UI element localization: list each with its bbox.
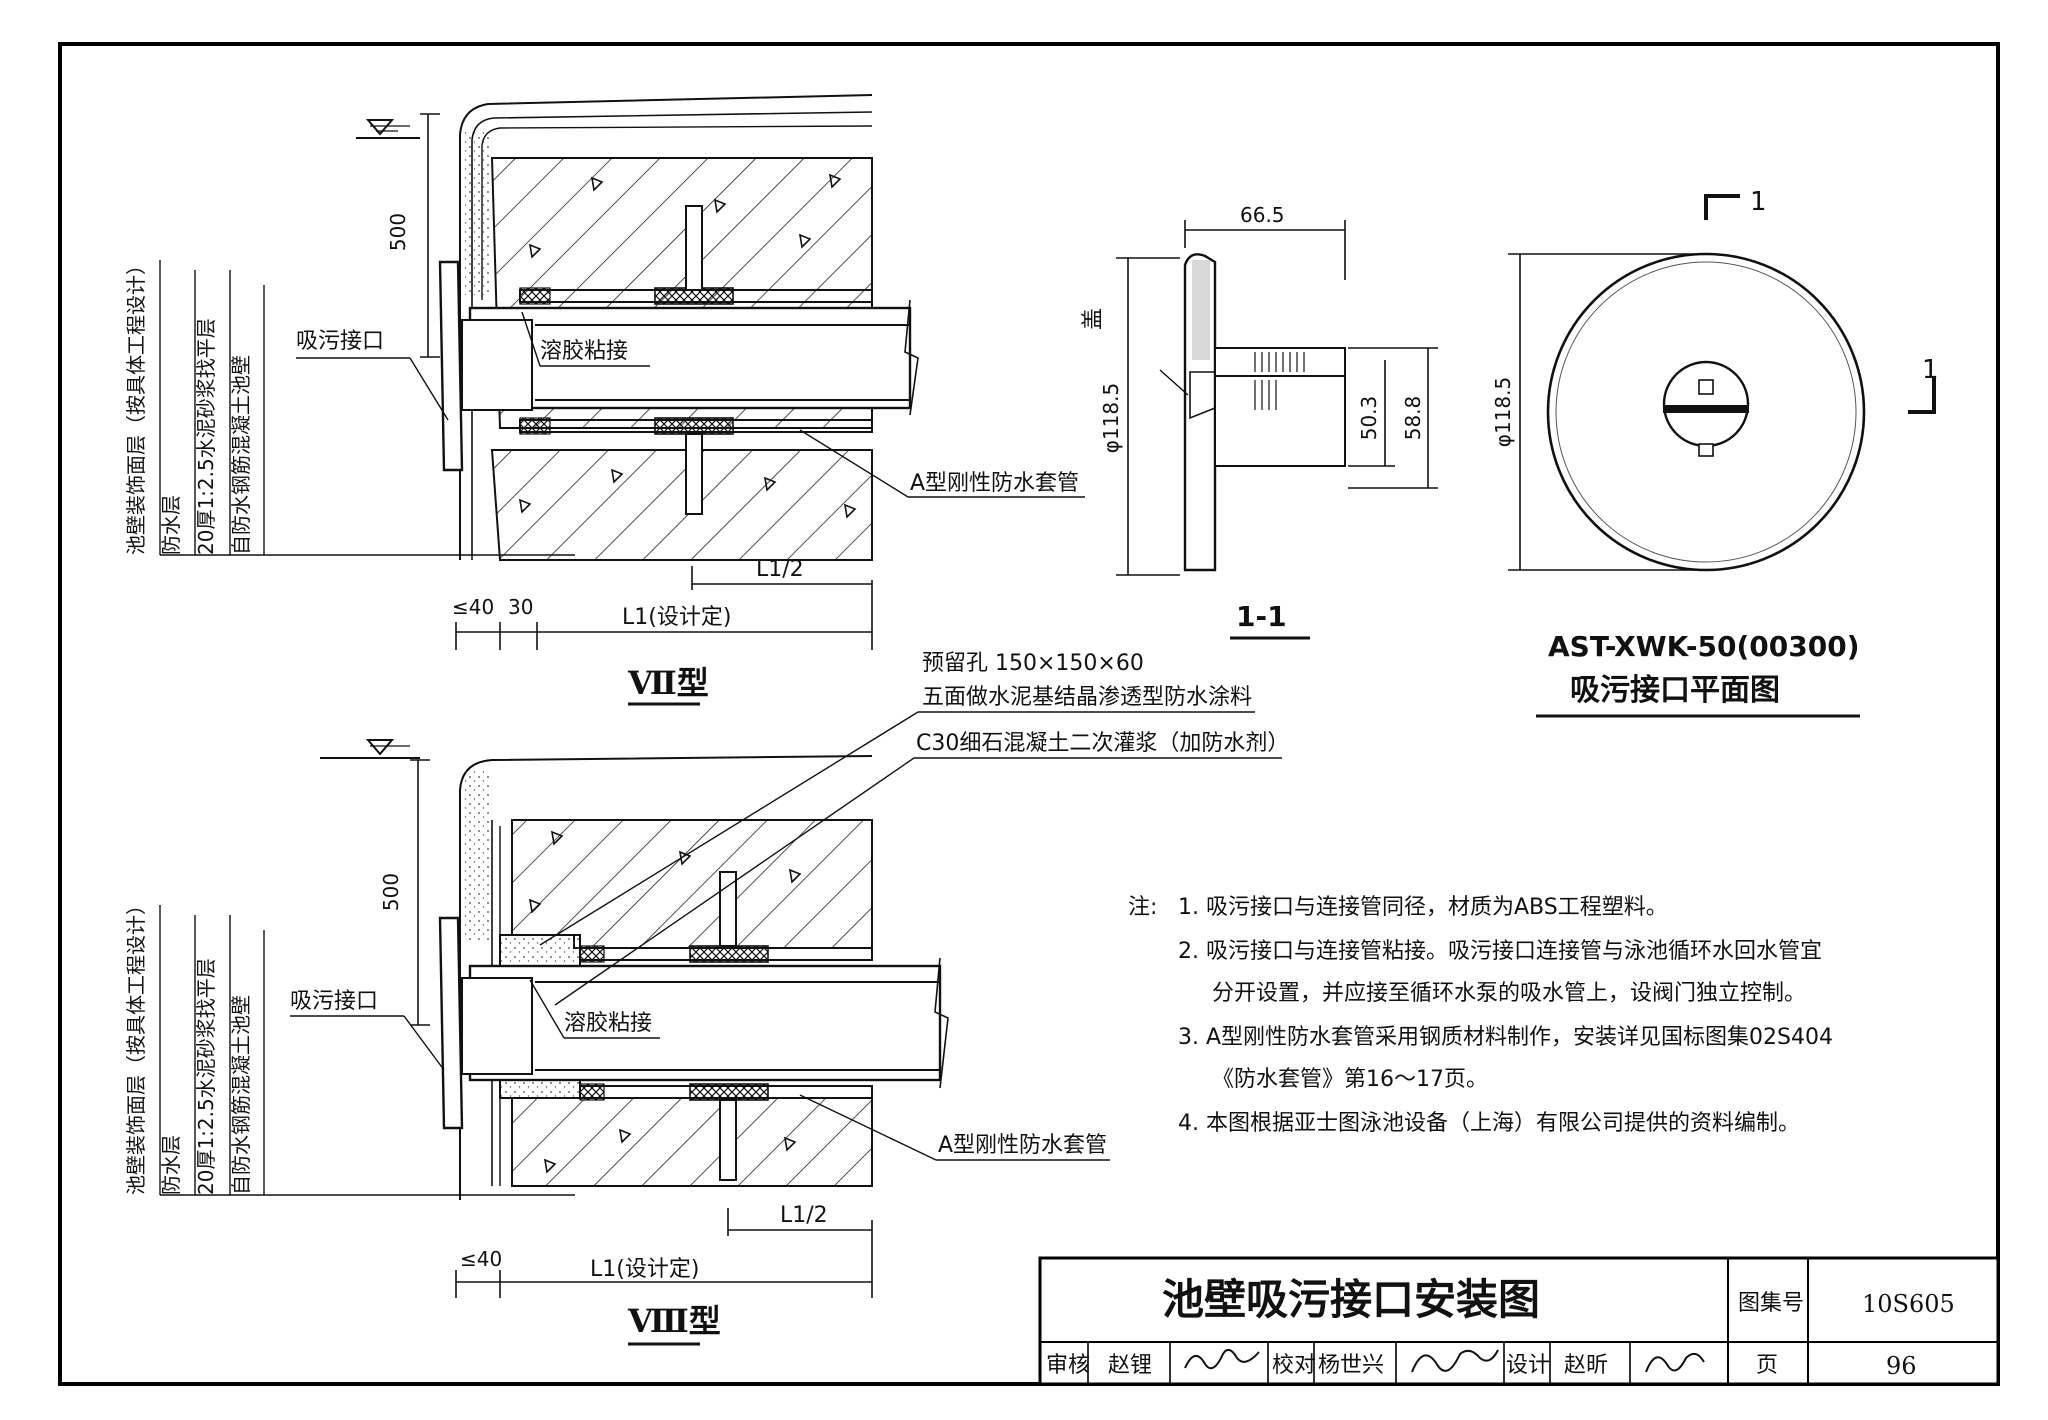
concrete-wall-lower — [490, 449, 873, 561]
design-label: 设计 — [1506, 1353, 1550, 1378]
plan-model: AST-XWK-50(00300) — [1548, 630, 1860, 663]
type8-layer-1: 池壁装饰面层（按具体工程设计） — [124, 895, 148, 1195]
concrete-wall-lower-2 — [511, 1097, 873, 1187]
connecting-pipe-2 — [468, 964, 942, 1082]
type8-dim-500: 500 — [379, 873, 403, 911]
type8-layer-2: 防水层 — [159, 1135, 183, 1195]
water-level-symbol — [356, 119, 420, 139]
type8-glue-label: 溶胶粘接 — [564, 1011, 652, 1036]
water-level-symbol-2 — [320, 739, 420, 759]
section-dim-top: 66.5 — [1240, 203, 1285, 227]
design-signature — [1645, 1352, 1705, 1373]
note-3b: 《防水套管》第16～17页。 — [1212, 1067, 1488, 1092]
type8-inlet-label: 吸污接口 — [290, 989, 378, 1014]
suction-inlet-body-2 — [438, 916, 464, 1130]
type8-grout-note: C30细石混凝土二次灌浆（加防水剂） — [916, 731, 1289, 756]
type8-hole-note-2: 五面做水泥基结晶渗透型防水涂料 — [922, 685, 1252, 710]
drawing-title: 池壁吸污接口安装图 — [1162, 1275, 1540, 1324]
type8-sleeve-label: A型刚性防水套管 — [938, 1133, 1107, 1158]
design-name: 赵昕 — [1564, 1353, 1608, 1378]
type7-dim-30: 30 — [508, 595, 533, 619]
type7-dim-L1: L1(设计定) — [622, 605, 731, 630]
type8-dim-L1: L1(设计定) — [590, 1257, 699, 1282]
inlet-plan-opening — [1662, 360, 1750, 448]
note-2a: 2. 吸污接口与连接管粘接。吸污接口连接管与泳池循环水回水管宜 — [1178, 939, 1822, 964]
section-caption: 1-1 — [1236, 600, 1287, 633]
check-label: 校对 — [1272, 1353, 1316, 1378]
notes-block: 注: 1. 吸污接口与连接管同径，材质为ABS工程塑料。 2. 吸污接口与连接管… — [1128, 895, 1833, 1136]
type8-dim-40: ≤40 — [460, 1247, 502, 1271]
type7-dim-500: 500 — [386, 213, 410, 251]
note-1: 1. 吸污接口与连接管同径，材质为ABS工程塑料。 — [1178, 895, 1668, 920]
check-name: 杨世兴 — [1318, 1353, 1384, 1378]
section-1-1: 盖 66.5 φ118.5 50.3 58.8 1-1 — [1081, 203, 1438, 640]
title-block: 池壁吸污接口安装图 图集号 10S605 审核 赵锂 校对 杨世兴 设计 赵昕 … — [1038, 1256, 2000, 1386]
atlas-label: 图集号 — [1738, 1291, 1804, 1316]
type7-layer-3: 20厚1:2.5水泥砂浆找平层 — [194, 318, 218, 555]
type8-layer-4: 自防水钢筋混凝土池壁 — [229, 995, 253, 1195]
review-signature — [1184, 1348, 1260, 1370]
type7-caption: Ⅶ型 — [627, 664, 709, 702]
notes-prefix: 注: — [1128, 895, 1157, 920]
atlas-number: 10S605 — [1862, 1290, 1955, 1318]
type8-detail: 500 池壁装饰面层（按具体工程设计） 防水层 20厚1:2.5水泥砂浆找平层 … — [124, 651, 1289, 1346]
sleeve-flange — [685, 205, 703, 291]
connecting-pipe — [468, 306, 912, 410]
plan-view: 1 1 φ118.5 AST-XWK-50(00300) 吸污接口平面图 — [1491, 187, 1939, 718]
plan-caption: 吸污接口平面图 — [1570, 673, 1780, 708]
type7-detail: 500 池壁装饰面层（按具体工程设计） 防水层 20厚1:2.5水泥砂浆找平层 … — [124, 94, 1085, 706]
section-dim-in: 50.3 — [1357, 396, 1381, 441]
type8-layer-3: 20厚1:2.5水泥砂浆找平层 — [194, 958, 218, 1195]
type7-layer-4: 自防水钢筋混凝土池壁 — [229, 355, 253, 555]
finish-layer-line — [459, 94, 873, 560]
type7-inlet-label: 吸污接口 — [296, 329, 384, 354]
note-2b: 分开设置，并应接至循环水泵的吸水管上，设阀门独立控制。 — [1212, 981, 1806, 1006]
type8-dim-L1-half: L1/2 — [780, 1203, 828, 1228]
page-number: 96 — [1886, 1352, 1917, 1380]
page-label: 页 — [1756, 1353, 1778, 1378]
type7-sleeve-label: A型刚性防水套管 — [910, 471, 1079, 496]
section-dim-out: 58.8 — [1401, 396, 1425, 441]
review-label: 审核 — [1046, 1353, 1090, 1378]
type7-dim-40: ≤40 — [452, 595, 494, 619]
section-cover-label: 盖 — [1081, 308, 1106, 330]
review-name: 赵锂 — [1108, 1353, 1152, 1378]
plan-dim-dia: φ118.5 — [1491, 377, 1515, 447]
section-dim-dia: φ118.5 — [1099, 383, 1123, 453]
type7-layer-2: 防水层 — [159, 495, 183, 555]
suction-inlet-body — [438, 260, 464, 472]
check-signature — [1411, 1349, 1499, 1373]
note-4: 4. 本图根据亚士图泳池设备（上海）有限公司提供的资料编制。 — [1178, 1111, 1800, 1136]
plan-cut-mark-top: 1 — [1750, 187, 1767, 217]
sheet-border — [58, 42, 2000, 1386]
type7-layer-1: 池壁装饰面层（按具体工程设计） — [124, 255, 148, 555]
note-3a: 3. A型刚性防水套管采用钢质材料制作，安装详见国标图集02S404 — [1178, 1025, 1833, 1050]
type7-dim-L1-half: L1/2 — [756, 557, 804, 582]
plan-cut-mark-right: 1 — [1922, 355, 1939, 385]
type7-glue-label: 溶胶粘接 — [540, 339, 628, 364]
type8-hole-note-1: 预留孔 150×150×60 — [922, 651, 1144, 676]
type8-caption: Ⅷ型 — [627, 1302, 721, 1340]
